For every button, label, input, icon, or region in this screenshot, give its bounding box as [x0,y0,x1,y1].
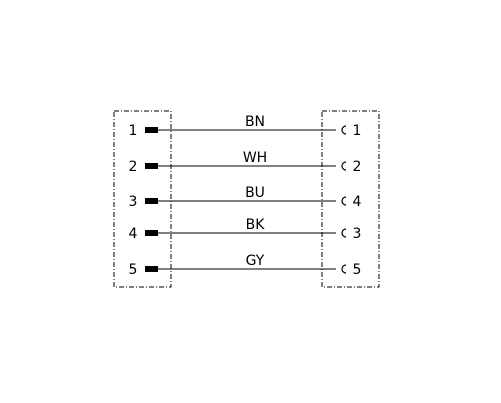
female-socket-icon [341,228,347,238]
left-pin-number-4: 4 [129,226,138,242]
left-connector-housing [113,110,172,288]
male-pin-icon [145,163,158,169]
female-socket-icon [341,196,347,206]
wire-color-label-3: BU [245,185,265,201]
connection-row-2: 2 WH 2 [129,150,362,175]
left-pin-number-5: 5 [129,262,138,278]
male-pin-icon [145,230,158,236]
left-pin-number-1: 1 [129,123,138,139]
left-pin-number-3: 3 [129,194,138,210]
female-socket-icon [341,264,347,274]
right-pin-number-1: 1 [353,123,362,139]
connection-row-1: 1 BN 1 [129,114,362,139]
right-pin-number-5: 5 [353,262,362,278]
connection-row-4: 4 BK 3 [129,217,362,242]
connection-row-3: 3 BU 4 [129,185,362,210]
male-pin-icon [145,266,158,272]
connection-row-5: 5 GY 5 [129,253,362,278]
male-pin-icon [145,127,158,133]
right-pin-number-2: 2 [353,159,362,175]
right-pin-number-3: 4 [353,194,362,210]
female-socket-icon [341,125,347,135]
right-pin-number-4: 3 [353,226,362,242]
wire-color-label-2: WH [243,150,267,166]
female-socket-icon [341,161,347,171]
wire-color-label-4: BK [246,217,266,233]
male-pin-icon [145,198,158,204]
wire-color-label-1: BN [245,114,265,130]
left-pin-number-2: 2 [129,159,138,175]
wire-color-label-5: GY [246,253,265,269]
right-connector-housing [321,110,380,288]
